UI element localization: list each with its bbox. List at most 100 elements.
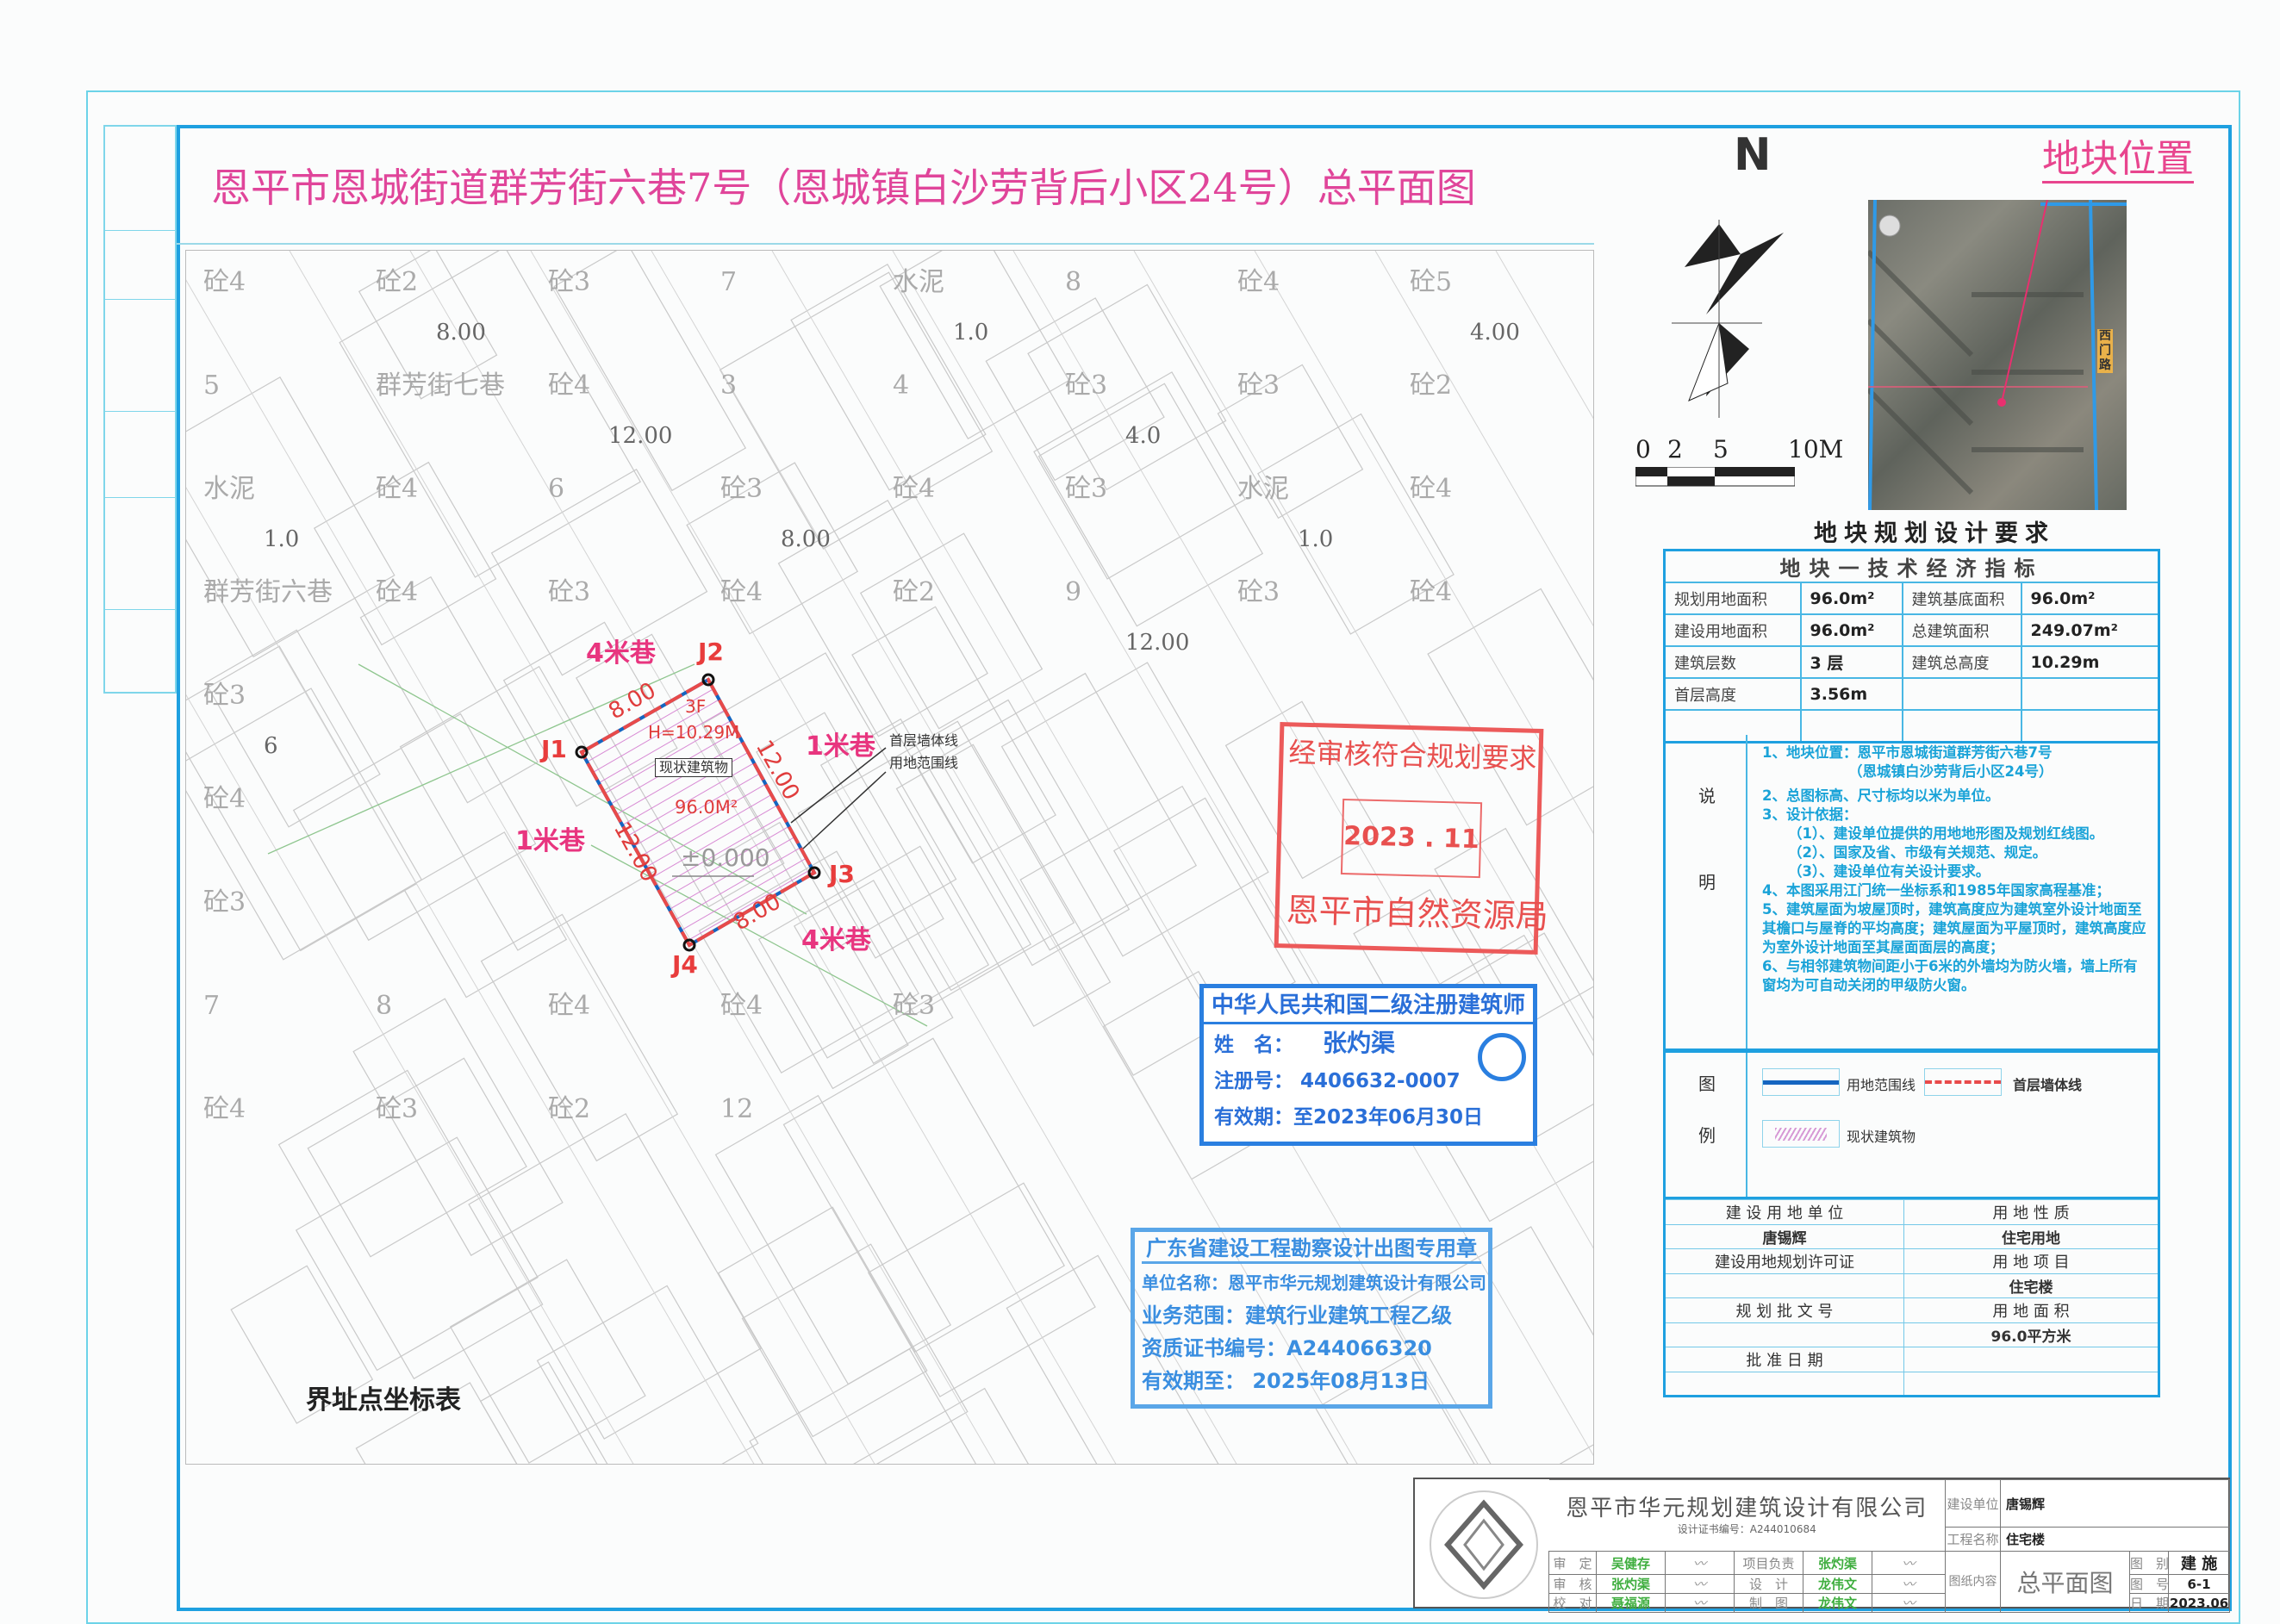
map-label: 砼4: [203, 784, 246, 814]
cell: 建筑基底面积: [1901, 582, 2022, 615]
drawing-content: 总平面图: [2000, 1551, 2131, 1613]
cell: 96.0平方米: [1903, 1322, 2159, 1347]
signature: 〰: [1665, 1551, 1735, 1575]
cell: [1663, 709, 1802, 743]
dimension-label: 1.0: [264, 526, 300, 552]
notes-section: 说 明 1、地块位置：恩平市恩城街道群芳街六巷7号 （恩城镇白沙劳背后小区24号…: [1663, 735, 2160, 1051]
building-outline: [1257, 413, 1455, 635]
seal-line: 广东省建设工程勘察设计出图专用章: [1142, 1235, 1481, 1264]
map-label: 6: [548, 474, 565, 504]
note-line: 5、建筑屋面为坡屋顶时，建筑高度应为建筑室外设计地面至其檐口与屋脊的平均高度；建…: [1762, 901, 2146, 955]
notes-body: 1、地块位置：恩平市恩城街道群芳街六巷7号 （恩城镇白沙劳背后小区24号） 2、…: [1762, 744, 2151, 995]
map-label: 砼3: [720, 474, 763, 504]
map-label: 8: [1065, 267, 1082, 297]
building-outline: [359, 576, 539, 804]
street-line: [1374, 251, 1593, 627]
note-line: 2、总图标高、尺寸标均以米为单位。: [1762, 787, 2000, 804]
project-name: 住宅楼: [2000, 1527, 2231, 1552]
cell: 建筑层数: [1663, 645, 1802, 679]
table-row: 批 准 日 期: [1664, 1347, 2159, 1372]
building-outline: [230, 1265, 374, 1424]
cell: [1901, 709, 2022, 743]
requirements-title: 地块规划设计要求: [1814, 520, 2055, 547]
note-line: （恩城镇白沙劳背后小区24号）: [1848, 763, 2053, 780]
map-label: 群芳街六巷: [203, 577, 333, 607]
map-label: 水泥: [893, 267, 944, 297]
map-label: 9: [1065, 577, 1082, 607]
map-linework: [186, 251, 1593, 1464]
company-logo: [1430, 1490, 1538, 1599]
dimension-label: 6: [264, 733, 278, 759]
street-line: [892, 251, 1593, 1456]
stamp-authority: 恩平市自然资源局: [1286, 891, 1549, 936]
building-outline: [186, 376, 396, 658]
cell: [1903, 1347, 2159, 1372]
map-label: 砼3: [548, 577, 591, 607]
building-outline: [749, 1347, 1003, 1464]
building-outline: [879, 251, 1070, 440]
seal-header: 中华人民共和国二级注册建筑师: [1204, 988, 1533, 1024]
meta-label: 日 期: [2129, 1593, 2170, 1613]
building-outline: [851, 606, 1056, 864]
meta-value: 6-1: [2168, 1574, 2231, 1594]
cell: [1664, 1272, 1904, 1298]
side-char: 明: [1698, 872, 1716, 893]
cell: 96.0m²: [1799, 582, 1903, 615]
cell: 建设用地面积: [1663, 613, 1802, 647]
building-outline: [186, 688, 423, 961]
map-label: 砼3: [1237, 577, 1280, 607]
north-arrow-icon: [1672, 220, 1784, 418]
meta-label: 图 号: [2129, 1574, 2170, 1594]
signature: 〰: [1665, 1574, 1735, 1594]
building-outline: [938, 672, 1198, 951]
side-char: 说: [1698, 786, 1716, 806]
map-label: 砼3: [893, 991, 936, 1021]
map-label: 水泥: [203, 474, 255, 504]
scale-bar: [1635, 467, 1795, 487]
table-row: 唐锡辉住宅用地: [1664, 1223, 2159, 1249]
title-block: 恩平市华元规划建筑设计有限公司 设计证书编号：A244010684 建设单位 唐…: [1413, 1478, 2231, 1613]
map-label: 砼4: [1410, 577, 1453, 607]
compass-icon: [1878, 215, 1901, 237]
map-label: 砼4: [203, 1094, 246, 1124]
map-label: 12: [720, 1094, 754, 1124]
role-label: 制 图: [1734, 1593, 1803, 1613]
title-divider: [177, 243, 1594, 245]
seal-name: 张灼渠: [1323, 1029, 1396, 1057]
building-outline: [910, 699, 1131, 967]
cell: 批 准 日 期: [1664, 1347, 1904, 1372]
map-label: 3: [720, 370, 738, 401]
architect-seal: 中华人民共和国二级注册建筑师 姓 名： 张灼渠 注册号： 4406632-000…: [1199, 984, 1537, 1146]
cell: 建 设 用 地 单 位: [1664, 1199, 1904, 1225]
legend-section: 图 例 用地范围线 首层墙体线 现状建筑物: [1663, 1051, 2160, 1199]
lane-label-west: 1米巷: [515, 826, 585, 856]
company-name: 恩平市华元规划建筑设计有限公司: [1566, 1496, 1928, 1521]
building-height: H=10.29M: [648, 722, 740, 743]
dimension-label: 12.00: [1125, 630, 1190, 656]
cell: 3.56m: [1799, 677, 1903, 711]
building-outline: [777, 500, 988, 737]
floor-count: 3F: [685, 696, 707, 717]
cell: 唐锡辉: [1664, 1223, 1904, 1249]
map-label: 砼3: [376, 1094, 419, 1124]
role-label: 校 对: [1548, 1593, 1597, 1613]
cell: 用 地 项 目: [1903, 1248, 2159, 1274]
parcel-area: 96.0M²: [675, 797, 738, 818]
aerial-overlay: [1868, 200, 2127, 510]
note-line: （3）、建设单位有关设计要求。: [1788, 863, 1990, 880]
street-line: [1012, 251, 1593, 1249]
location-label: 地块位置: [2042, 138, 2194, 184]
note-line: （1）、建设单位提供的用地地形图及规划红线图。: [1788, 825, 2104, 842]
seal-line: 单位名称：恩平市华元规划建筑设计有限公司: [1142, 1272, 1486, 1293]
existing-building-tag: 现状建筑物: [655, 758, 733, 777]
north-label: N: [1734, 129, 1772, 181]
cell: 10.29m: [2020, 645, 2160, 679]
building-outline: [490, 469, 708, 676]
building-outline: [1427, 588, 1593, 826]
building-outline: [292, 712, 537, 942]
